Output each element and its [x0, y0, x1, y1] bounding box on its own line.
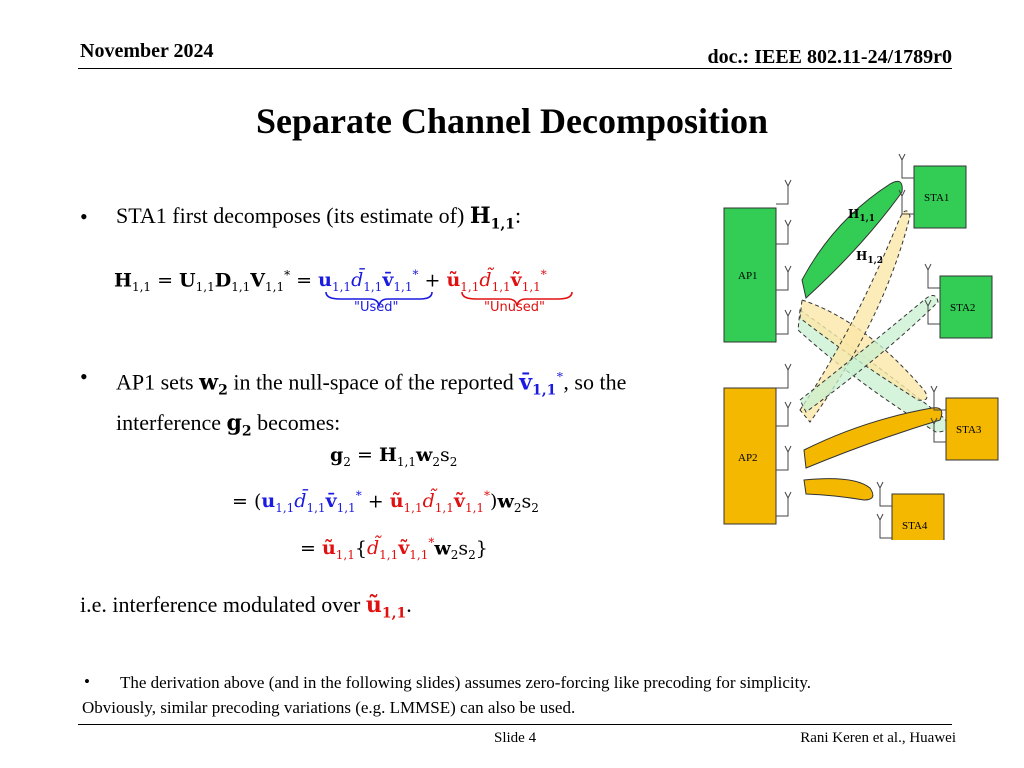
underbraces [325, 291, 573, 307]
sta1-label: STA1 [924, 192, 949, 204]
bullet-2-v-symbol: v̄ [519, 369, 533, 396]
bullet-2-g-symbol: g [226, 409, 242, 436]
bullet-1-text: STA1 first decomposes (its estimate of) [116, 203, 470, 228]
sta3-label: STA3 [956, 424, 982, 436]
conclusion-line: i.e. interference modulated over ũ1,1. [80, 592, 412, 621]
note-bullet-dot: • [84, 672, 90, 691]
note-line-1: The derivation above (and in the followi… [120, 673, 811, 692]
unused-brace [461, 291, 573, 307]
channel-diagram: AP1 AP2 STA1 STA2 STA3 STA4 H1,1 H1,2 [723, 153, 999, 540]
conclusion-symbol: ũ [365, 592, 382, 618]
conclusion-subscript: 1,1 [381, 605, 407, 622]
bullet-1: STA1 first decomposes (its estimate of) … [116, 203, 521, 232]
bullet-1-colon: : [515, 203, 522, 228]
ap1-antennas [776, 179, 792, 335]
bullet-2-g-subscript: 2 [241, 423, 252, 440]
sta1-box [913, 165, 967, 229]
h12-label: H1,2 [856, 249, 883, 266]
equation-svd: H1,1 = U1,1D1,1V1,1* = u1,1d̄1,1v̄1,1* +… [114, 268, 547, 295]
bullet-2-text-e: becomes: [251, 409, 341, 435]
ap2-label: AP2 [738, 452, 758, 464]
slide-title: Separate Channel Decomposition [256, 101, 768, 141]
sta4-box [891, 493, 945, 540]
note-line-2: Obviously, similar precoding variations … [82, 698, 576, 717]
bullet-1-symbol: H [469, 203, 491, 229]
conclusion-text: i.e. interference modulated over [80, 592, 366, 617]
header-date: November 2024 [80, 40, 214, 62]
h11-label: H1,1 [848, 207, 875, 224]
beam-ap2-sta3 [803, 407, 943, 469]
bullet-2-text-d: interference [116, 409, 227, 435]
sta2-label: STA2 [950, 302, 975, 314]
sta2-box [939, 275, 993, 339]
bullet-dot-1: • [80, 204, 88, 229]
header-doc-id: doc.: IEEE 802.11-24/1789r0 [707, 46, 952, 68]
unused-label: "Unused" [484, 300, 545, 315]
bullet-dot-2: • [80, 364, 88, 389]
conclusion-period: . [406, 592, 412, 617]
ap2-antennas [776, 363, 792, 517]
ap1-box [723, 207, 777, 343]
beam-ap2-sta4 [803, 478, 874, 501]
ap2-box [723, 387, 777, 525]
bullet-1-subscript: 1,1 [490, 216, 515, 233]
bullet-2: AP1 sets w2 in the null-space of the rep… [116, 362, 716, 447]
footer-author: Rani Keren et al., Huawei [800, 730, 956, 746]
beam-ap2-sta1-light [799, 210, 911, 423]
bullet-2-v-superscript: * [556, 370, 564, 385]
bullet-2-v-subscript: 1,1 [532, 382, 557, 399]
beam-ap2-sta2-light [799, 295, 939, 413]
bullet-2-text-b: in the null-space of the reported [227, 369, 520, 395]
equation-g2-line3: = ũ1,1{d̃1,1ṽ1,1*w2s2} [300, 536, 488, 563]
footer-slide-number: Slide 4 [494, 730, 537, 746]
used-brace [325, 291, 433, 307]
sta3-box [945, 397, 999, 461]
footer-rule [78, 724, 952, 725]
bullet-2-text-c: , so the [563, 369, 627, 395]
equation-g2-line1: g2 = H1,1w2s2 [330, 444, 458, 469]
bullet-2-w-subscript: 2 [218, 382, 228, 399]
bullet-2-text-a: AP1 sets [116, 369, 200, 395]
beam-ap1-sta1 [801, 180, 903, 299]
bullet-2-w-symbol: w [199, 369, 219, 396]
used-label: "Used" [354, 300, 399, 315]
header-rule [78, 68, 952, 69]
ap1-label: AP1 [738, 270, 758, 282]
equation-g2-line2: = (u1,1d̄1,1v̄1,1* + ũ1,1d̃1,1ṽ1,1*)w2s2 [232, 489, 539, 516]
sta-antennas [876, 153, 946, 539]
sta4-label: STA4 [902, 520, 928, 532]
